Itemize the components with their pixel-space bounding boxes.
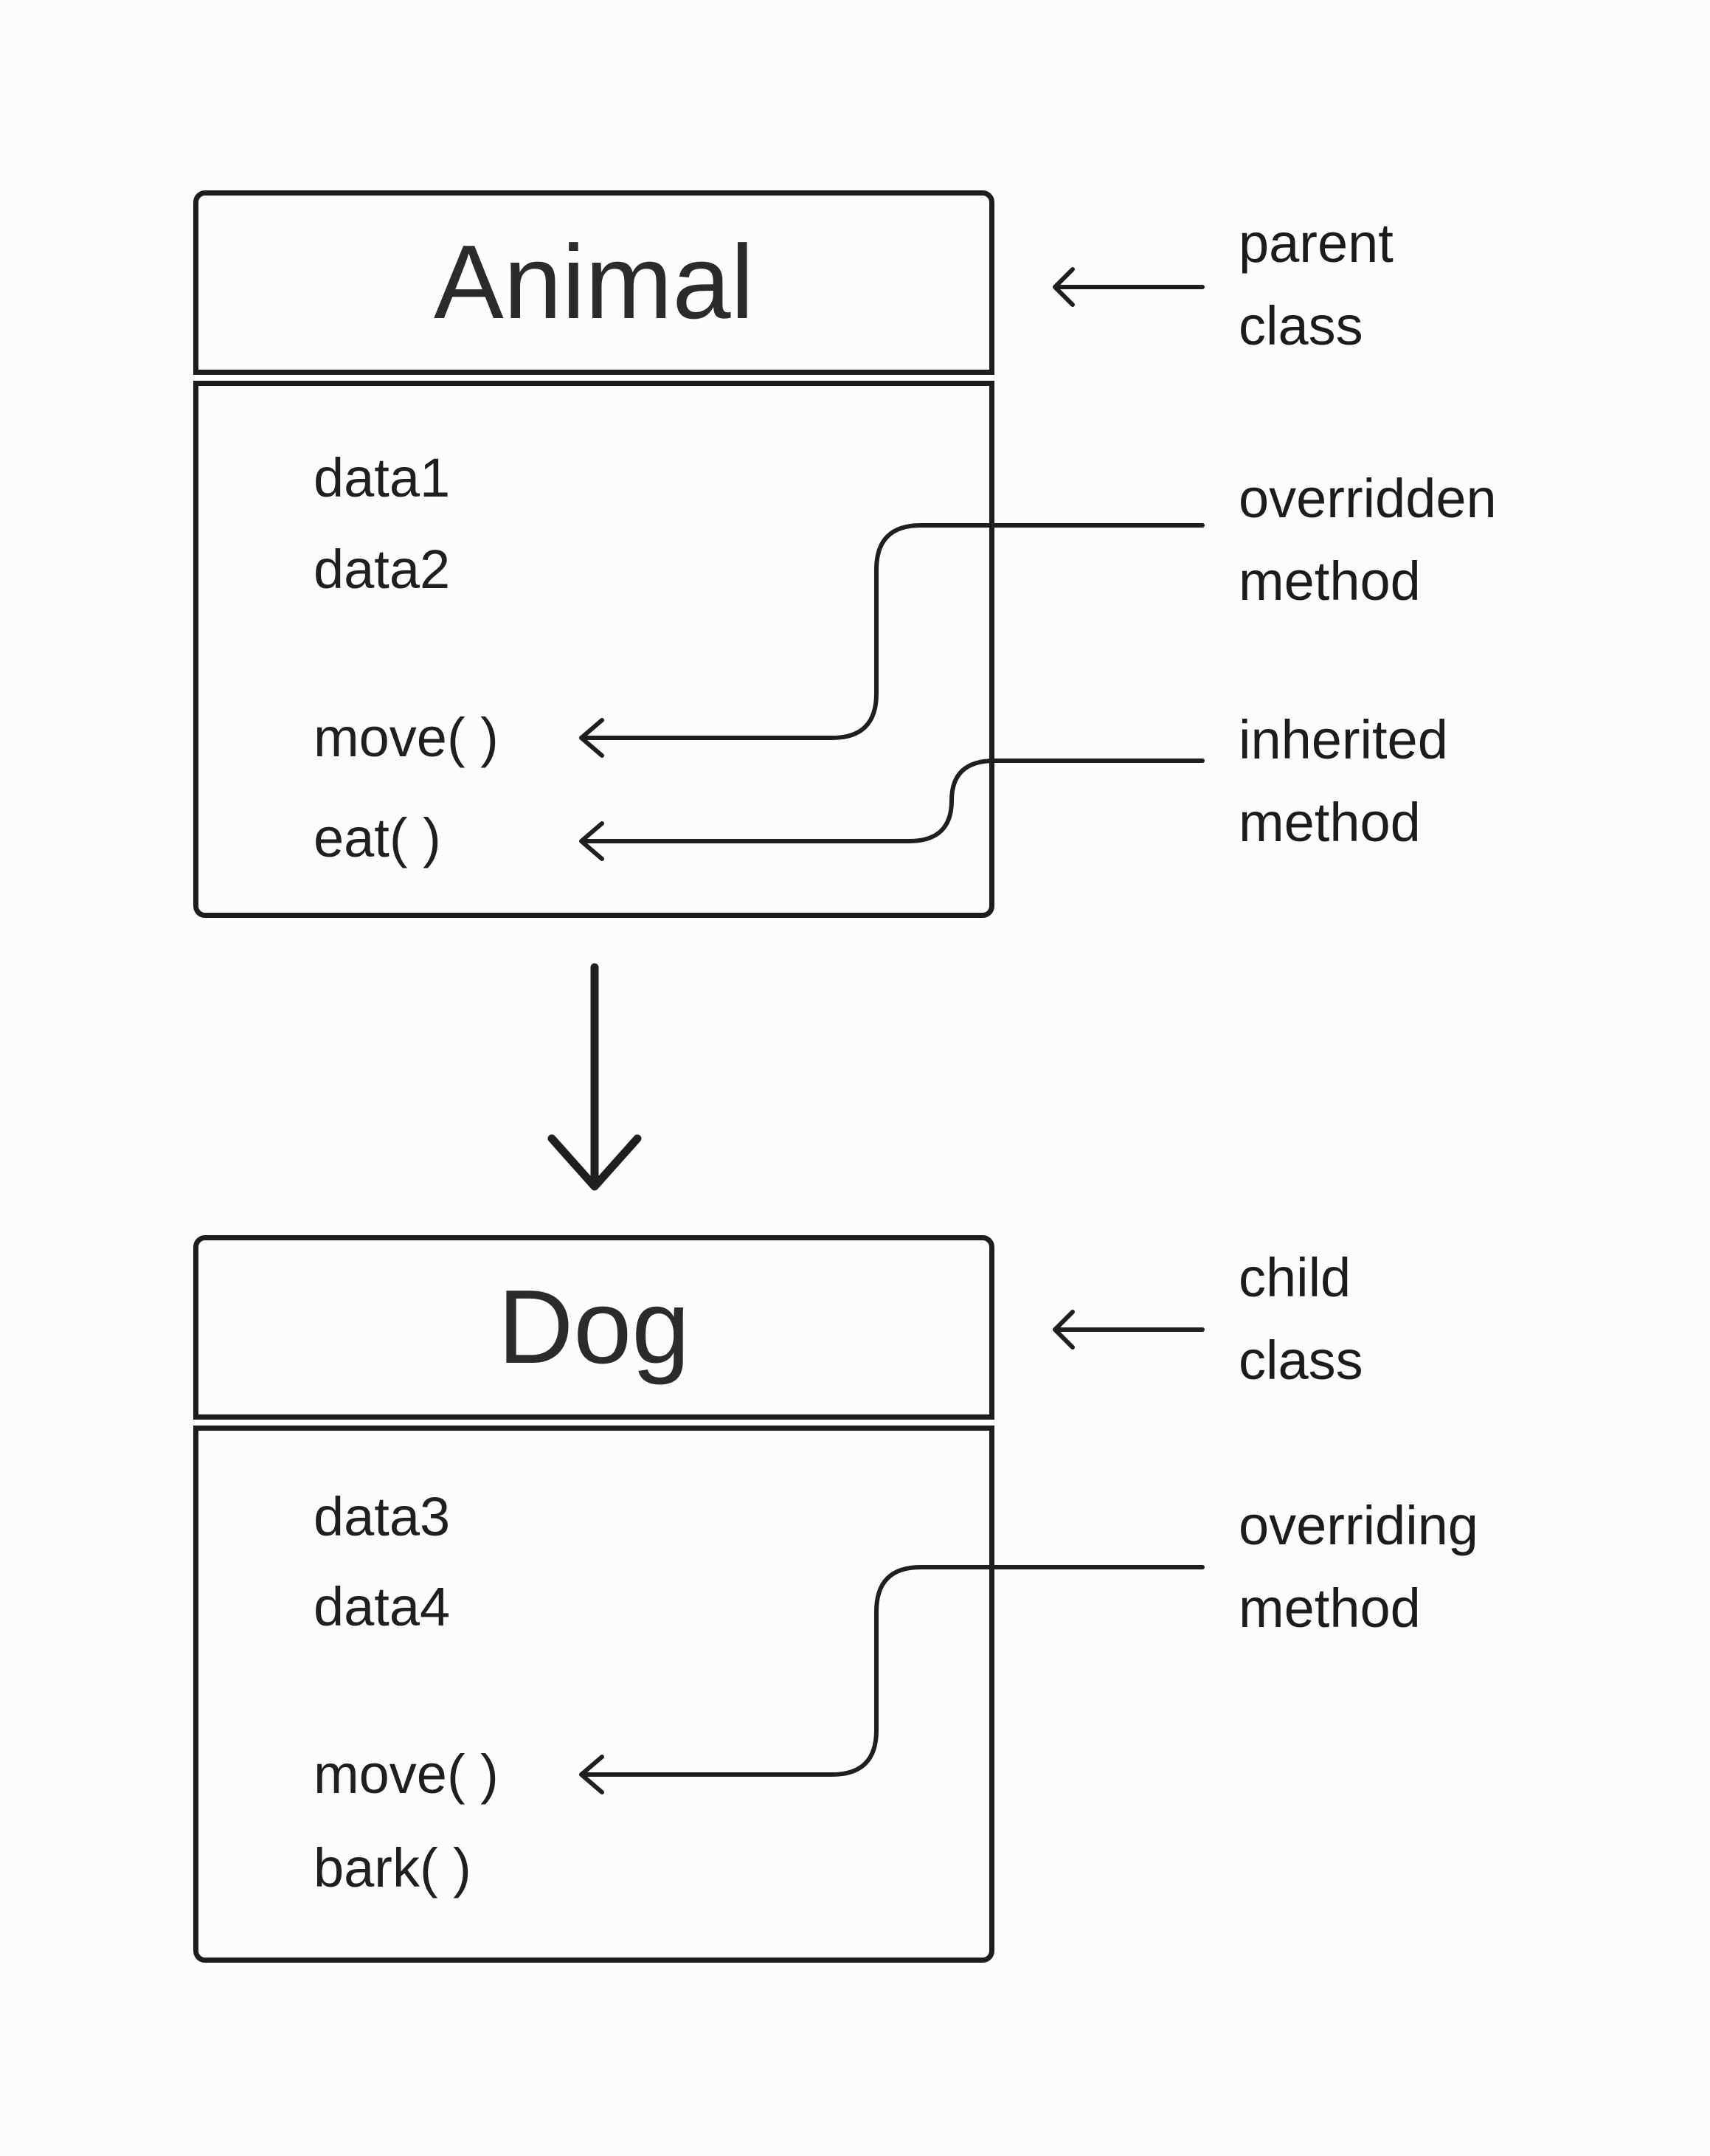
child-class-header: Dog bbox=[193, 1235, 994, 1420]
inheritance-down-arrow-icon bbox=[547, 963, 642, 1191]
child-class-label: child class bbox=[1239, 1237, 1363, 1402]
inherited-method-label-line2: method bbox=[1239, 792, 1421, 853]
parent-method-move: move( ) bbox=[314, 707, 499, 768]
child-class-title: Dog bbox=[497, 1268, 690, 1386]
parent-class-title: Animal bbox=[433, 224, 755, 341]
overriding-method-label-line1: overriding bbox=[1239, 1495, 1478, 1556]
child-method-move: move( ) bbox=[314, 1744, 499, 1805]
inherited-method-label: inherited method bbox=[1239, 699, 1448, 864]
overriding-method-label: overriding method bbox=[1239, 1485, 1478, 1650]
parent-class-left-arrow-icon bbox=[1053, 267, 1205, 307]
parent-class-header: Animal bbox=[193, 190, 994, 375]
parent-field-1: data1 bbox=[314, 447, 451, 508]
child-field-3: data3 bbox=[314, 1486, 451, 1547]
parent-method-eat: eat( ) bbox=[314, 807, 441, 868]
parent-class-label-line2: class bbox=[1239, 295, 1363, 356]
overriding-method-label-line2: method bbox=[1239, 1578, 1421, 1639]
child-method-bark: bark( ) bbox=[314, 1837, 471, 1898]
parent-class-label-line1: parent bbox=[1239, 213, 1394, 274]
child-class-label-line2: class bbox=[1239, 1330, 1363, 1391]
overridden-method-label-line2: method bbox=[1239, 550, 1421, 612]
child-class-left-arrow-icon bbox=[1053, 1310, 1205, 1350]
parent-field-2: data2 bbox=[314, 539, 451, 600]
overridden-method-label: overridden method bbox=[1239, 457, 1497, 623]
parent-class-label: parent class bbox=[1239, 202, 1394, 367]
child-field-4: data4 bbox=[314, 1576, 451, 1637]
inherited-method-label-line1: inherited bbox=[1239, 709, 1448, 770]
child-class-label-line1: child bbox=[1239, 1247, 1351, 1308]
overridden-method-label-line1: overridden bbox=[1239, 468, 1497, 529]
